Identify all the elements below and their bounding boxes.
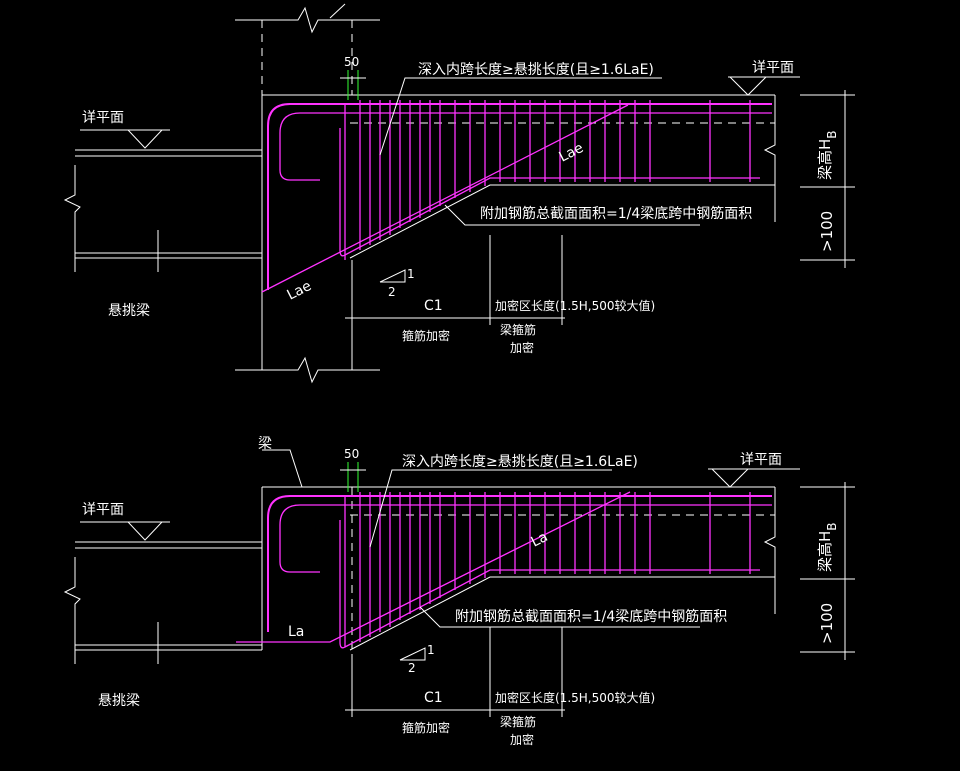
column-break-bottom — [235, 356, 380, 384]
leader-note-area — [444, 204, 700, 226]
ref-left: 详平面 — [82, 502, 124, 518]
beam-end-break — [763, 487, 776, 614]
beam-end-break — [763, 95, 776, 222]
ref-right: 详平面 — [740, 452, 782, 468]
top-rebar — [267, 103, 772, 290]
top-rebar-2 — [279, 112, 772, 181]
slope-2: 2 — [388, 285, 396, 299]
label-c1: C1 — [424, 298, 443, 314]
ref-left: 详平面 — [82, 110, 124, 126]
stirrups-upper — [359, 100, 751, 250]
zone-length: 加密区长度(1.5H,500较大值) — [495, 298, 655, 313]
dim-50: 50 — [344, 55, 359, 69]
cantilever-beam: 悬挑梁 — [108, 303, 150, 319]
label-c1: C1 — [424, 690, 443, 706]
slope-1: 1 — [427, 643, 435, 657]
leader-beam — [262, 449, 303, 488]
beam-label: 梁 — [258, 436, 272, 452]
zone-length: 加密区长度(1.5H,500较大值) — [495, 690, 655, 705]
haunch-bottom — [349, 184, 775, 259]
note-embed: 深入内跨长度≥悬挑长度(且≥1.6LaE) — [418, 62, 654, 78]
slope-1: 1 — [407, 267, 415, 281]
anchor-upper: La — [529, 529, 551, 551]
note-area: 附加钢筋总截面面积=1/4梁底跨中钢筋面积 — [480, 205, 752, 222]
stirrup-dense: 箍筋加密 — [402, 720, 450, 735]
leader-note-embed — [379, 77, 662, 156]
stirrup-dense: 箍筋加密 — [402, 328, 450, 343]
anchor-lower: La — [288, 624, 304, 640]
anchor-upper: Lae — [557, 140, 587, 166]
beam-stirrup-2: 加密 — [510, 340, 534, 355]
stirrups-lower — [359, 492, 751, 642]
bottom-rebar — [339, 128, 760, 257]
beam-height: 梁高HB — [816, 130, 839, 180]
dim-50: 50 — [344, 447, 359, 461]
left-beam-break — [63, 557, 81, 664]
slope-symbol — [379, 269, 406, 283]
bottom-rebar — [339, 520, 760, 649]
cantilever-beam: 悬挑梁 — [98, 693, 140, 709]
leader-note-area — [419, 606, 700, 628]
anchor-lower: Lae — [285, 278, 315, 304]
slope-2: 2 — [408, 661, 416, 675]
note-area: 附加钢筋总截面面积=1/4梁底跨中钢筋面积 — [455, 608, 727, 625]
min-100: >100 — [818, 211, 836, 252]
top-rebar-2 — [279, 504, 772, 573]
level-triangle-right — [710, 468, 750, 488]
slope-symbol — [399, 647, 426, 661]
leader-top — [329, 3, 346, 19]
beam-stirrup-1: 梁箍筋 — [500, 714, 536, 729]
note-embed: 深入内跨长度≥悬挑长度(且≥1.6LaE) — [402, 454, 638, 470]
detail-upper: 50 深入内跨长度≥悬挑长度(且≥1.6LaE) 详平面 详平面 梁高HB >1… — [63, 3, 855, 384]
column-break-top — [235, 6, 380, 34]
level-triangle-right — [728, 76, 768, 96]
level-triangle-left — [126, 129, 164, 149]
min-100: >100 — [818, 603, 836, 644]
top-rebar — [267, 495, 772, 632]
beam-height: 梁高HB — [816, 522, 839, 572]
leader-note-embed — [369, 469, 612, 548]
level-triangle-left — [126, 521, 164, 541]
anchor-bar-upper — [261, 104, 629, 293]
ref-right: 详平面 — [752, 60, 794, 76]
detail-lower: 梁 50 深入内跨长度≥悬挑长度(且≥1.6LaE) 详平面 详平面 梁高HB … — [63, 436, 855, 747]
left-beam-break — [63, 165, 81, 272]
haunch-bottom — [349, 576, 775, 651]
beam-stirrup-2: 加密 — [510, 732, 534, 747]
beam-stirrup-1: 梁箍筋 — [500, 322, 536, 337]
